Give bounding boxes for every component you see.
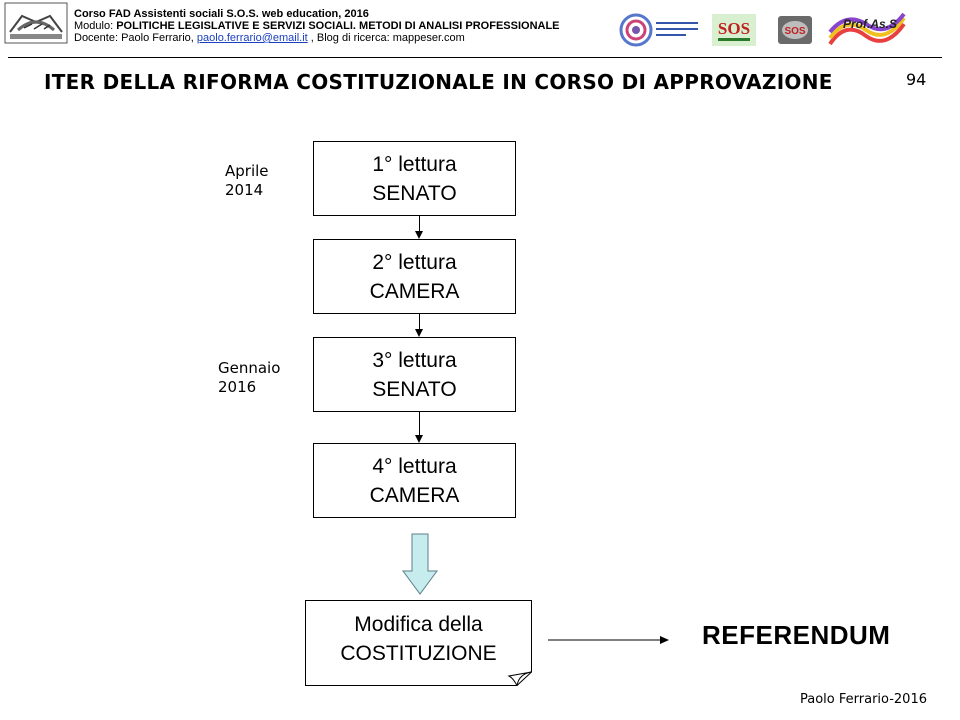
step-reading: 2° lettura xyxy=(372,250,457,274)
slide-number: 94 xyxy=(906,70,927,89)
sos-logo-text: SOS xyxy=(718,19,750,38)
step-chamber: CAMERA xyxy=(369,279,460,303)
block-down-arrow-icon xyxy=(402,533,438,595)
slide-title: ITER DELLA RIFORMA COSTITUZIONALE IN COR… xyxy=(44,70,833,94)
arrow-head-icon xyxy=(415,435,423,443)
referendum-label: REFERENDUM xyxy=(702,620,891,650)
teacher-line: Docente: Paolo Ferrario, paolo.ferrario@… xyxy=(74,32,560,44)
header-divider xyxy=(8,57,942,58)
block-arrow-shape xyxy=(402,533,438,595)
module-line: Modulo: POLITICHE LEGISLATIVE E SERVIZI … xyxy=(74,20,560,32)
module-name: POLITICHE LEGISLATIVE E SERVIZI SOCIALI.… xyxy=(116,20,560,32)
profass-logo-icon: Prof.As.S xyxy=(828,12,906,46)
date-month: Gennaio xyxy=(218,359,281,377)
result-line1: Modifica della xyxy=(354,613,483,636)
step-chamber: SENATO xyxy=(372,181,457,205)
referendum-arrow-icon xyxy=(548,636,669,644)
date-year: 2014 xyxy=(225,181,264,199)
date-year: 2016 xyxy=(218,378,257,396)
course-title: Corso FAD Assistenti sociali S.O.S. web … xyxy=(74,8,369,20)
date-month: Aprile xyxy=(225,162,269,180)
arrow-head-icon xyxy=(415,231,423,239)
date-label-april-2014: Aprile 2014 xyxy=(225,162,269,200)
step-chamber: CAMERA xyxy=(369,483,460,507)
svg-text:SOS: SOS xyxy=(784,26,805,37)
sos-logo-icon: SOS xyxy=(712,14,756,46)
connector-line xyxy=(419,412,420,436)
profass-logo-text: Prof.As.S xyxy=(843,17,897,31)
step-box-1: 1° lettura SENATO xyxy=(313,141,516,216)
course-header: Corso FAD Assistenti sociali S.O.S. web … xyxy=(74,8,560,44)
step-box-4: 4° lettura CAMERA xyxy=(313,443,516,518)
result-line2: COSTITUZIONE xyxy=(340,642,497,665)
module-prefix: Modulo: xyxy=(74,20,117,32)
teacher-prefix: Docente: Paolo Ferrario, xyxy=(74,32,197,44)
footer-author: Paolo Ferrario-2016 xyxy=(800,692,927,707)
studio-professionale-logo-icon xyxy=(619,13,698,47)
sos-web-logo-icon: SOS xyxy=(778,16,812,44)
arrow-head-icon xyxy=(415,329,423,337)
connector-line xyxy=(419,314,420,330)
step-box-3: 3° lettura SENATO xyxy=(313,337,516,412)
constitution-note-text: Modifica della COSTITUZIONE xyxy=(305,610,532,668)
step-reading: 1° lettura xyxy=(372,152,457,176)
step-box-2: 2° lettura CAMERA xyxy=(313,239,516,314)
teacher-email-link[interactable]: paolo.ferrario@email.it xyxy=(196,32,308,44)
step-reading: 3° lettura xyxy=(372,348,457,372)
teacher-suffix: , Blog di ricerca: mappeser.com xyxy=(307,32,465,44)
step-reading: 4° lettura xyxy=(372,454,457,478)
date-label-gennaio-2016: Gennaio 2016 xyxy=(218,359,280,397)
connector-line xyxy=(419,216,420,232)
handshake-logo-icon xyxy=(4,2,68,44)
constitution-note-box xyxy=(305,600,532,686)
step-chamber: SENATO xyxy=(372,377,457,401)
